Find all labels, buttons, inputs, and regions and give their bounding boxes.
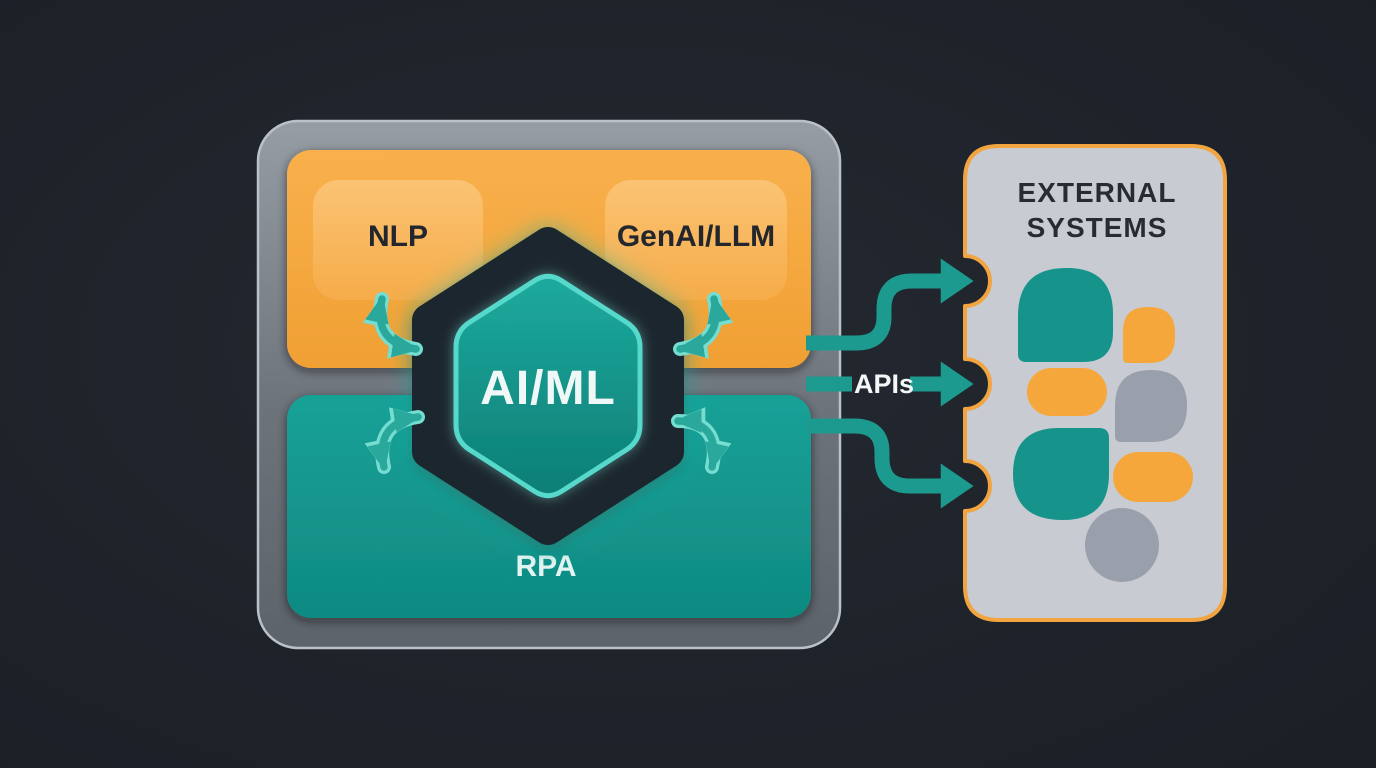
genai-llm-node bbox=[605, 180, 787, 300]
api-connector-bottom bbox=[806, 418, 974, 509]
api-connector-top bbox=[806, 258, 974, 351]
external-systems-box: EXTERNAL SYSTEMS bbox=[963, 144, 1227, 622]
external-title-line2: SYSTEMS bbox=[1027, 212, 1168, 243]
hexagon-link-arrows bbox=[362, 292, 734, 474]
blob-orange-pill-middle bbox=[1027, 368, 1107, 416]
arrow-to-rpa-left bbox=[364, 407, 425, 474]
apis-label: APIs bbox=[854, 369, 914, 399]
aiml-label: AI/ML bbox=[480, 362, 616, 415]
blob-teal-top bbox=[1018, 268, 1113, 362]
nlp-node bbox=[313, 180, 483, 300]
blob-orange-small bbox=[1123, 307, 1175, 363]
hexagon-inner bbox=[453, 273, 643, 499]
aiml-hexagon: AI/ML bbox=[412, 227, 684, 545]
genai-llm-label: GenAI/LLM bbox=[617, 220, 775, 253]
nlp-label: NLP bbox=[368, 220, 428, 253]
rpa-label: RPA bbox=[515, 550, 576, 583]
external-title-line1: EXTERNAL bbox=[1018, 177, 1177, 208]
external-system-shapes bbox=[1013, 268, 1193, 582]
arrow-to-nlp bbox=[362, 292, 423, 359]
arrow-to-genai bbox=[673, 292, 734, 359]
arrow-to-rpa-right bbox=[671, 407, 732, 474]
blob-gray-circle bbox=[1085, 508, 1159, 582]
blob-teal-bottom bbox=[1013, 428, 1109, 520]
blob-orange-pill-bottom bbox=[1113, 452, 1193, 502]
api-connectors bbox=[806, 258, 974, 509]
blob-gray-middle bbox=[1115, 370, 1187, 442]
